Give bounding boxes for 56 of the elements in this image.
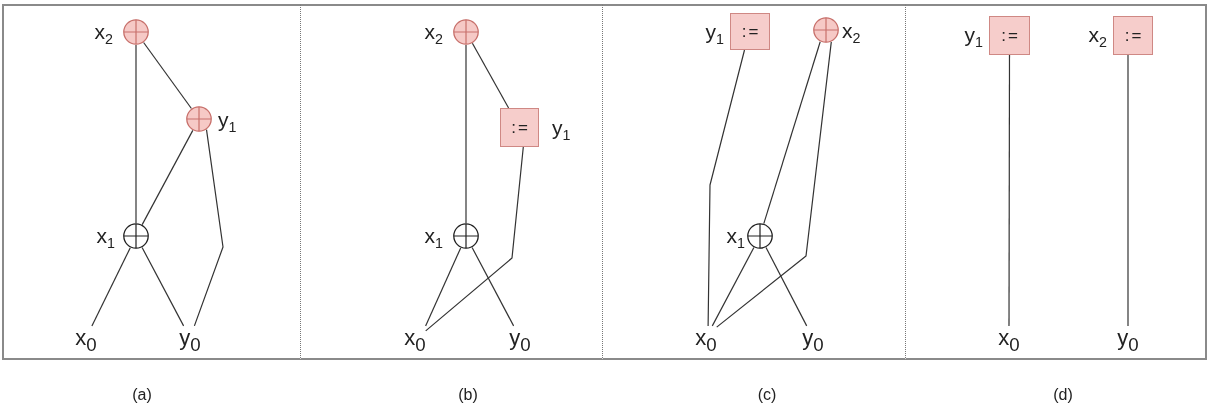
connector-line (471, 246, 515, 327)
variable-label: x$_{0}$ (695, 325, 717, 351)
variable-label: y$_{1}$ (552, 116, 571, 140)
variable-label: x$_{1}$ (424, 224, 443, 248)
circled-plus-symbol (123, 19, 149, 45)
variable-label: y$_{0}$ (509, 325, 531, 351)
connector-line (465, 44, 467, 224)
circled-plus-symbol (453, 19, 479, 45)
connector-line (765, 246, 808, 327)
variable-label: x$_{2}$ (1088, 23, 1107, 47)
diagram-panel (300, 4, 602, 360)
panel-caption: (c) (757, 386, 777, 404)
connector-line (193, 129, 224, 327)
variable-label: x$_{0}$ (998, 325, 1020, 351)
panel-caption: (d) (1053, 386, 1073, 404)
circled-plus-symbol (747, 223, 773, 249)
circled-plus-symbol (123, 223, 149, 249)
variable-label: x$_{2}$ (424, 20, 443, 44)
connector-line (141, 129, 194, 226)
connector-line (143, 41, 192, 110)
connector-line (711, 246, 755, 327)
connector-line (141, 246, 185, 327)
diagram-panel (2, 4, 300, 360)
connector-line (1127, 54, 1129, 327)
variable-label: x$_{1}$ (726, 224, 745, 248)
diagram-panel (905, 4, 1207, 360)
connector-line (763, 41, 821, 225)
connector-line (425, 247, 462, 327)
assignment-box: := (500, 108, 539, 147)
connector-line (471, 42, 510, 109)
variable-label: x$_{2}$ (94, 20, 113, 44)
variable-label: x$_{0}$ (75, 325, 97, 351)
variable-label: y$_{0}$ (179, 325, 201, 351)
panel-caption: (a) (132, 386, 152, 404)
variable-label: x$_{2}$ (842, 19, 861, 43)
variable-label: y$_{1}$ (964, 23, 983, 47)
variable-label: x$_{1}$ (96, 224, 115, 248)
connector-line (1008, 54, 1011, 327)
variable-label: y$_{1}$ (705, 20, 724, 44)
circled-plus-symbol (186, 106, 212, 132)
connector-line (135, 44, 137, 224)
panel-caption: (b) (458, 386, 478, 404)
variable-label: y$_{1}$ (218, 108, 237, 132)
connector-line (425, 146, 524, 332)
diagram-panel (602, 4, 905, 360)
connector-line (716, 41, 832, 328)
connector-line (91, 247, 131, 327)
variable-label: x$_{0}$ (404, 325, 426, 351)
circled-plus-symbol (453, 223, 479, 249)
connector-line (707, 49, 746, 327)
variable-label: y$_{0}$ (802, 325, 824, 351)
assignment-box: := (1113, 16, 1153, 55)
assignment-box: := (989, 16, 1030, 55)
circled-plus-symbol (813, 17, 839, 43)
assignment-box: := (730, 13, 770, 50)
variable-label: y$_{0}$ (1117, 325, 1139, 351)
